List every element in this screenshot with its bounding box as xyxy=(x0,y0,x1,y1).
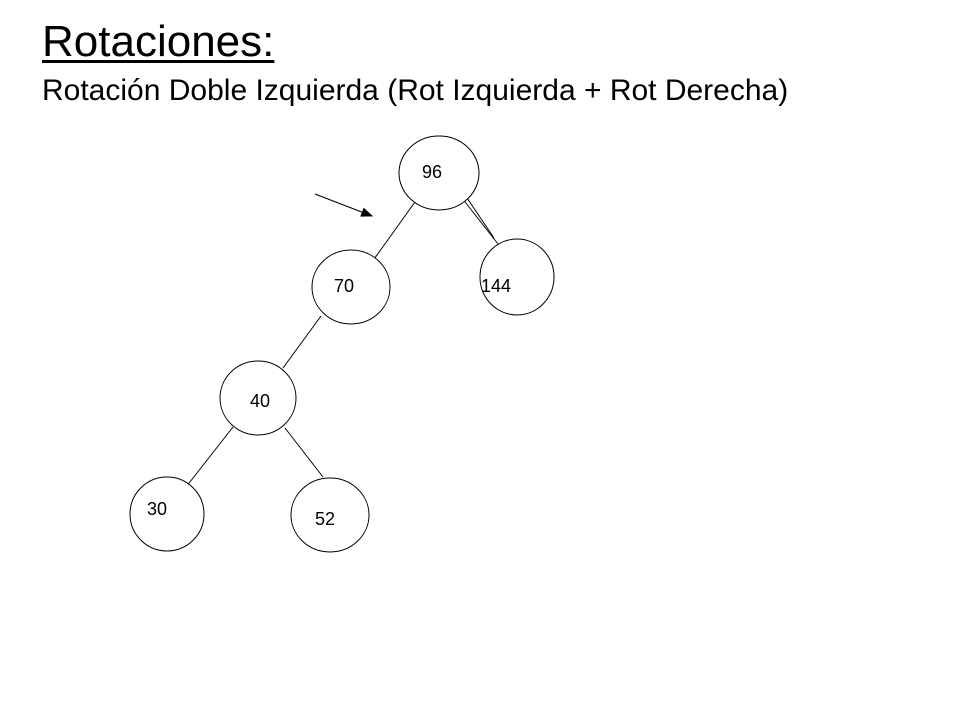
edge-70-40 xyxy=(282,315,322,369)
node-label-96: 96 xyxy=(422,162,442,182)
node-label-30: 30 xyxy=(147,499,167,519)
node-label-40: 40 xyxy=(250,391,270,411)
node-70: 70 xyxy=(311,249,391,325)
slide-subtitle: Rotación Doble Izquierda (Rot Izquierda … xyxy=(42,74,789,107)
node-52: 52 xyxy=(290,477,370,553)
slide-title: Rotaciones: xyxy=(42,17,275,66)
node-label-70: 70 xyxy=(334,276,354,296)
node-40: 40 xyxy=(219,360,297,436)
pointer-arrow xyxy=(314,193,374,217)
node-96: 96 xyxy=(398,135,480,211)
edge-40-52 xyxy=(284,427,324,478)
node-144: 144 xyxy=(479,238,555,316)
node-label-52: 52 xyxy=(315,509,335,529)
edge-96-70 xyxy=(371,201,416,263)
edge-96-144-double xyxy=(466,197,495,239)
node-30: 30 xyxy=(129,476,205,552)
edge-96-144 xyxy=(461,197,499,245)
edge-40-30 xyxy=(185,426,234,488)
node-label-144: 144 xyxy=(481,276,511,296)
